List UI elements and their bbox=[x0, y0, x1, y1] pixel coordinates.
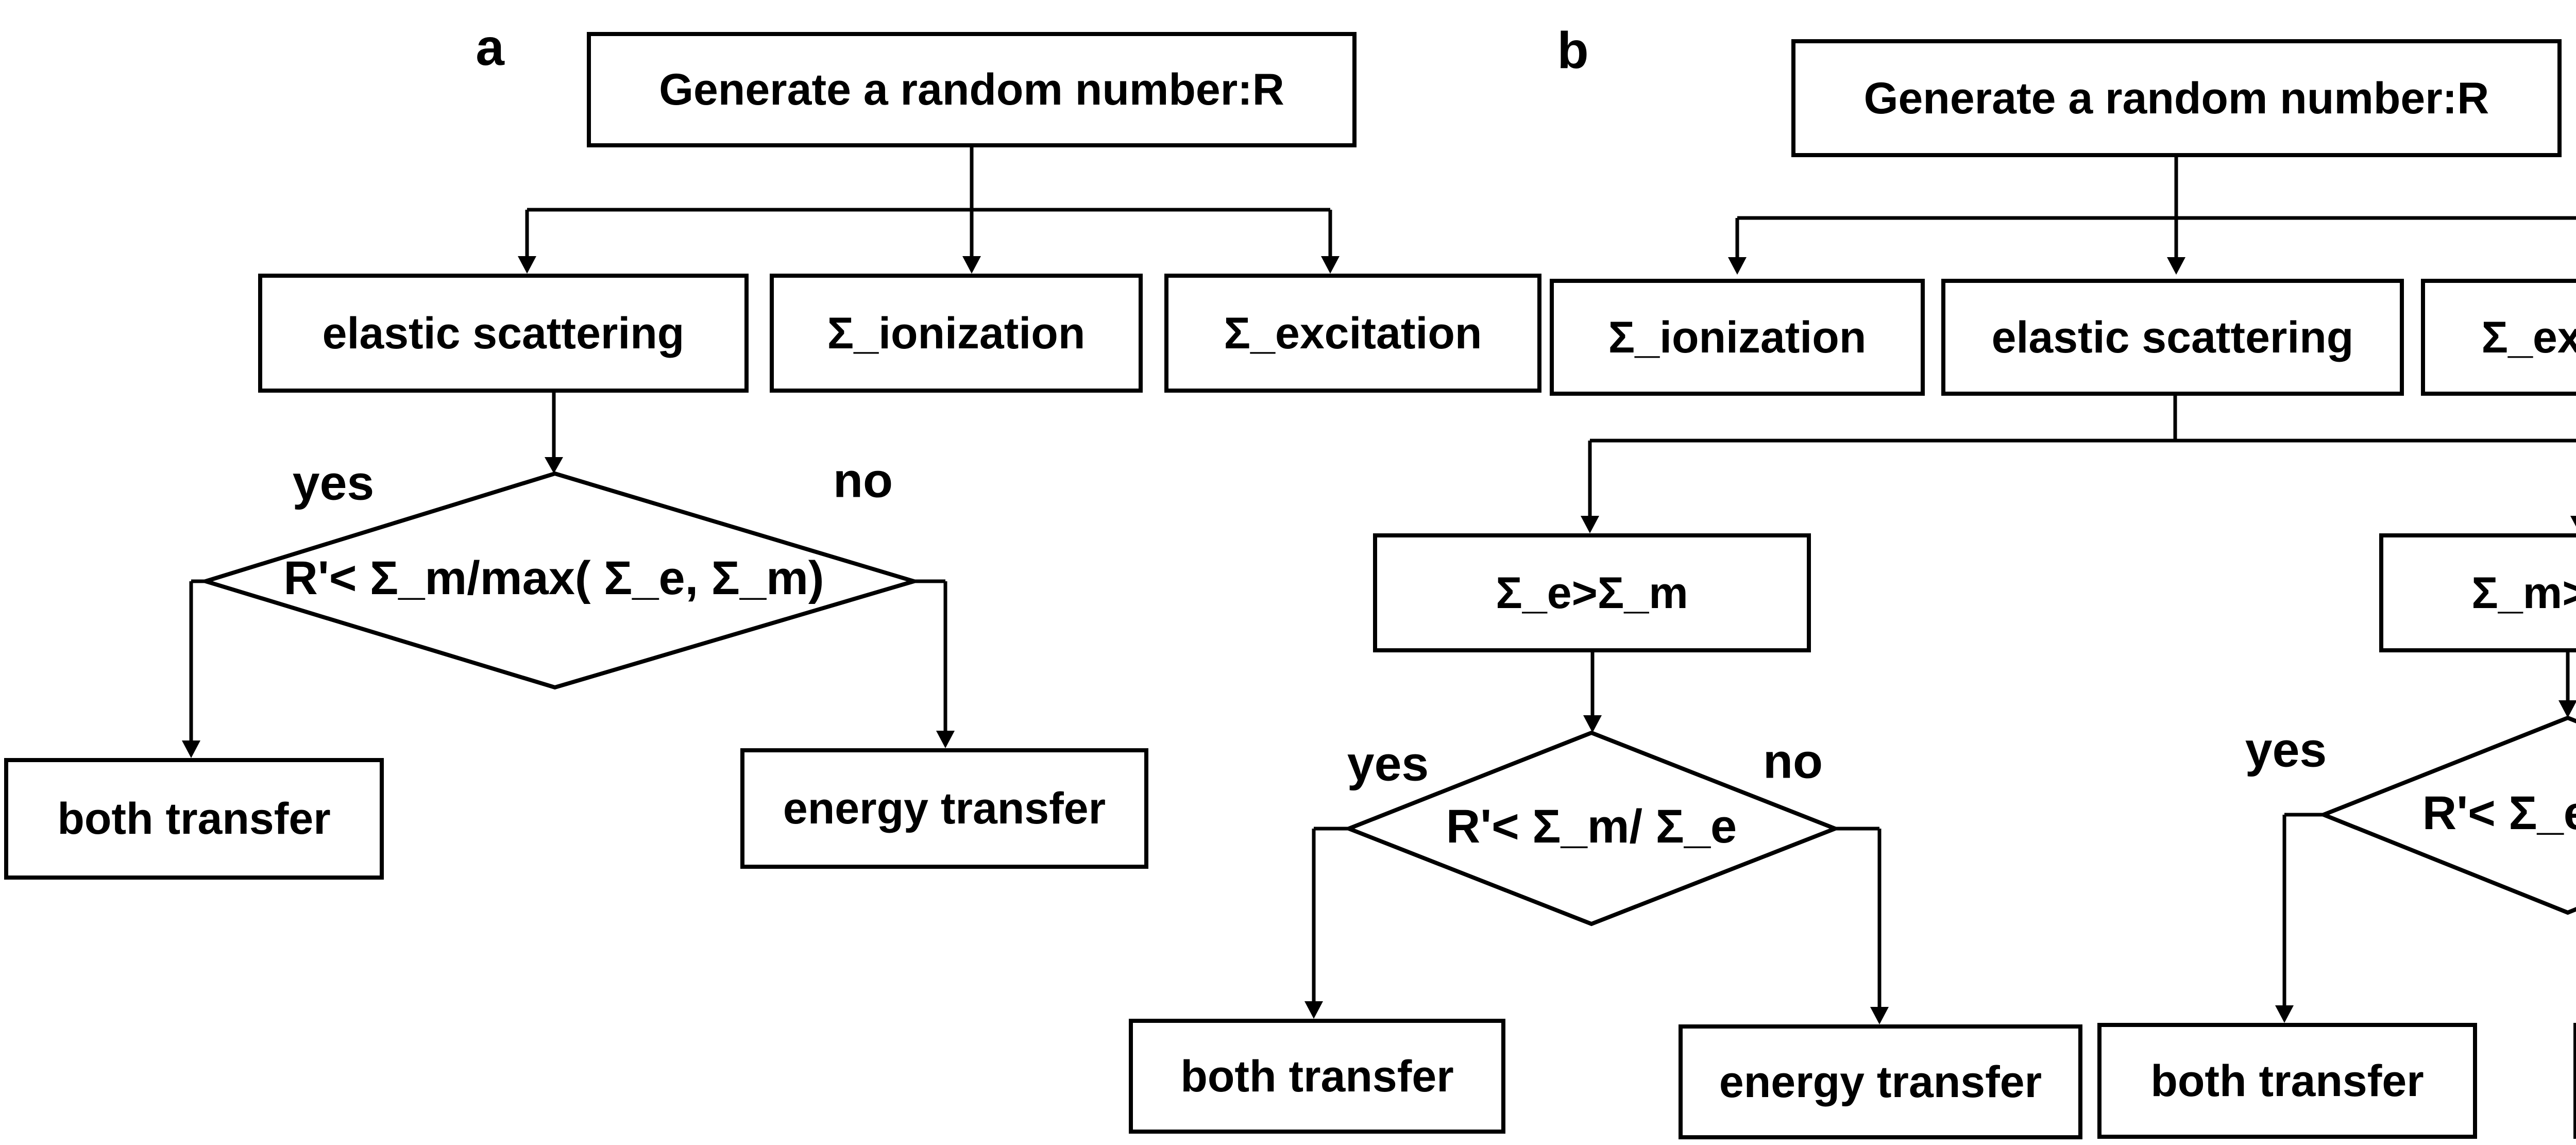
b-root-box: Generate a random number:R bbox=[1791, 39, 2562, 157]
a-both-transfer-box: both transfer bbox=[4, 758, 384, 880]
panel-b-label: b bbox=[1557, 22, 1589, 79]
b-excitation-box: Σ_excitation bbox=[2421, 279, 2576, 396]
a-ionization-box: Σ_ionization bbox=[770, 274, 1143, 393]
b-right-both-transfer-box: both transfer bbox=[2097, 1023, 2477, 1139]
b-arrow-condition-right bbox=[2570, 516, 2576, 527]
a-arrow-elastic bbox=[518, 210, 536, 274]
a-arrow-excitation bbox=[1321, 210, 1340, 274]
b-left-condition-to-diamond-arrow bbox=[1583, 651, 1602, 733]
a-yes-branch-arrow bbox=[182, 579, 206, 758]
a-root-box: Generate a random number:R bbox=[587, 32, 1357, 147]
b-arrow-condition-left bbox=[1581, 441, 1599, 533]
b-left-decision-diamond bbox=[1343, 730, 1841, 927]
b-energy-transfer-box: energy transfer bbox=[1679, 1024, 2082, 1139]
b-elastic-scattering-box: elastic scattering bbox=[1941, 279, 2404, 396]
b-ionization-box: Σ_ionization bbox=[1550, 279, 1925, 396]
a-energy-transfer-box: energy transfer bbox=[740, 748, 1148, 869]
b-condition-left-box: Σ_e>Σ_m bbox=[1373, 533, 1811, 652]
panel-b-connectors bbox=[1304, 156, 2576, 1024]
a-elastic-scattering-box: elastic scattering bbox=[258, 274, 749, 393]
a-arrow-ionization bbox=[962, 210, 981, 274]
b-left-no-label: no bbox=[1762, 734, 1823, 789]
a-yes-label: yes bbox=[292, 456, 375, 511]
b-left-decision-text: R'< Σ_m/ Σ_e bbox=[1446, 800, 1737, 853]
b-right-decision-text: R'< Σ_e/ Σ_m bbox=[2422, 787, 2576, 839]
b-arrow-elastic bbox=[2167, 218, 2185, 275]
a-excitation-box: Σ_excitation bbox=[1164, 274, 1541, 393]
b-right-yes-branch-arrow bbox=[2275, 813, 2324, 1023]
b-momentum-transfer-box: momentum transfer bbox=[2573, 1023, 2576, 1139]
a-elastic-to-diamond-arrow bbox=[545, 391, 563, 474]
a-no-label: no bbox=[833, 453, 893, 508]
a-decision-text: R'< Σ_m/max( Σ_e, Σ_m) bbox=[283, 552, 824, 604]
panel-a-label: a bbox=[476, 19, 504, 76]
b-left-yes-branch-arrow bbox=[1304, 827, 1349, 1019]
b-right-yes-label: yes bbox=[2245, 722, 2327, 778]
b-left-no-branch-arrow bbox=[1835, 827, 1889, 1024]
a-no-branch-arrow bbox=[914, 579, 955, 748]
b-left-yes-label: yes bbox=[1347, 736, 1429, 792]
panel-a-connectors bbox=[182, 147, 1340, 758]
b-right-condition-to-diamond-arrow bbox=[2558, 651, 2576, 718]
b-right-decision-diamond bbox=[2318, 715, 2576, 915]
a-decision-diamond bbox=[198, 471, 922, 690]
b-left-both-transfer-box: both transfer bbox=[1129, 1019, 1505, 1134]
b-condition-right-box: Σ_m>Σ_e bbox=[2379, 533, 2576, 652]
b-arrow-ionization bbox=[1728, 218, 1747, 275]
